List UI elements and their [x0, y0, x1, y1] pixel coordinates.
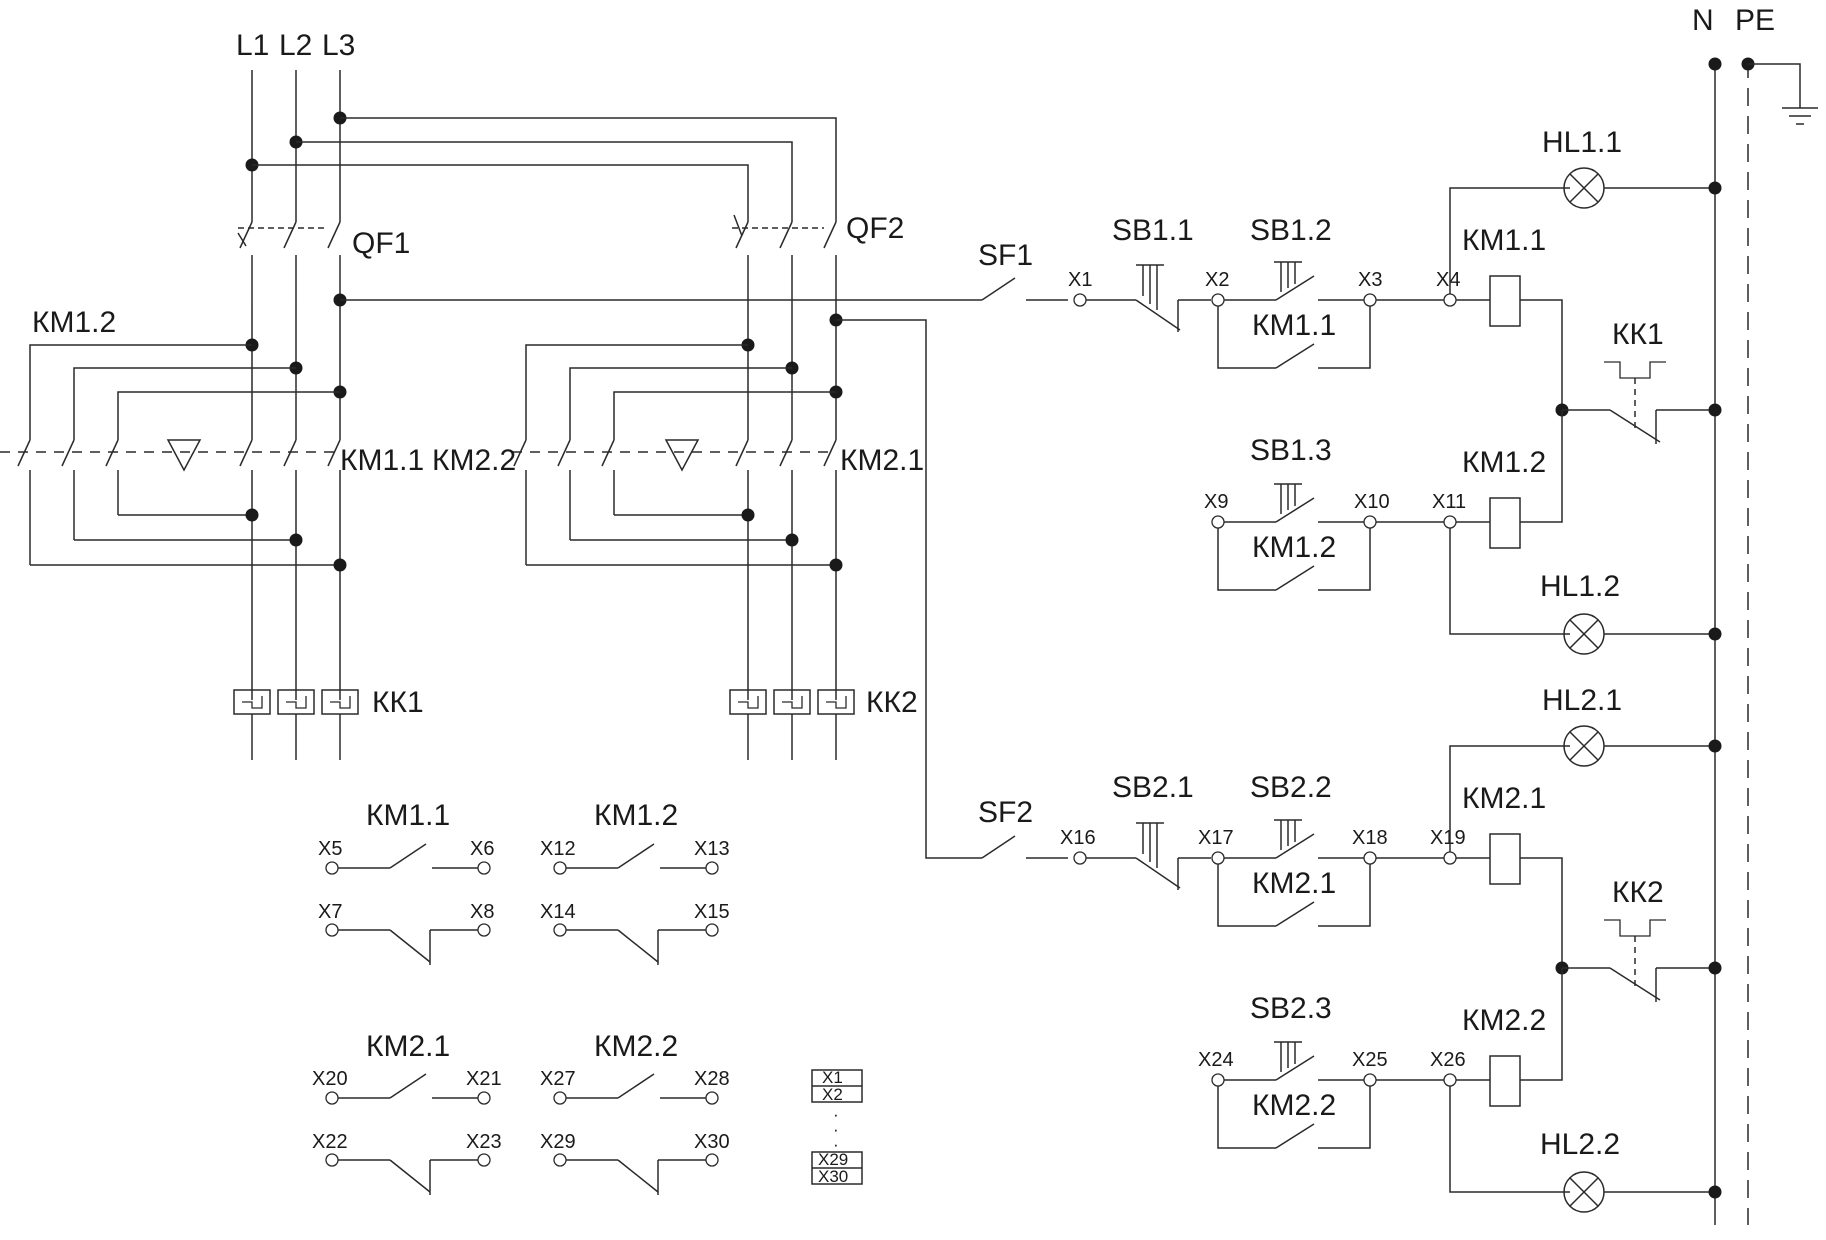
thermal-relay-kk1: КК1 [233, 686, 424, 760]
aux-km12-nc-right: X15 [694, 901, 730, 923]
x1-label: X1 [1068, 269, 1092, 291]
sb11-label: SB1.1 [1112, 214, 1194, 247]
km12-coil-label: КМ1.2 [1462, 446, 1546, 479]
km11-power-label: КМ1.1 [340, 444, 424, 477]
breaker-qf2: QF2 [732, 212, 904, 300]
aux-km22: КМ2.2 X27 X28 X29 X30 [540, 1030, 730, 1195]
km12-hold-label: КМ1.2 [1252, 531, 1336, 564]
control-circuit-1: X1 SB1.1 X2 SB1.2 КМ1.1 X3 X4 КМ [1068, 126, 1722, 655]
aux-km11: КМ1.1 X5 X6 X7 X8 [318, 799, 494, 965]
phase-inputs: L1 L2 L3 [236, 29, 837, 222]
aux-km22-title: КМ2.2 [594, 1030, 678, 1063]
aux-km11-nc-right: X8 [470, 901, 494, 923]
aux-km21-nc-left: X22 [312, 1131, 348, 1153]
power-section-1: КК1 КМ1.2 КМ1.1 [0, 300, 424, 760]
bus-lines: N PE [1692, 4, 1818, 1225]
km21-hold-label: КМ2.1 [1252, 867, 1336, 900]
phase-l2-label: L2 [279, 29, 312, 62]
tb-dot-1: · [833, 1105, 839, 1124]
x10-label: X10 [1354, 491, 1390, 513]
x25-label: X25 [1352, 1049, 1388, 1071]
x2-label: X2 [1205, 269, 1229, 291]
km21-power-label: КМ2.1 [840, 444, 924, 477]
sb23-label: SB2.3 [1250, 992, 1332, 1025]
x24-label: X24 [1198, 1049, 1234, 1071]
aux-km12: КМ1.2 X12 X13 X14 X15 [540, 799, 730, 965]
tb-x1: X1 [822, 1068, 843, 1087]
kk1-power-label: КК1 [372, 686, 424, 719]
aux-km11-title: КМ1.1 [366, 799, 450, 832]
aux-km11-no-left: X5 [318, 838, 342, 860]
x9-label: X9 [1204, 491, 1228, 513]
terminal-block: X1 X2 · · · X29 X30 [811, 1068, 863, 1186]
thermal-relay-kk2: КК2 [729, 686, 918, 760]
x11-label: X11 [1432, 491, 1466, 513]
sb13-label: SB1.3 [1250, 434, 1332, 467]
aux-km22-nc-right: X30 [694, 1131, 730, 1153]
km11-coil-label: КМ1.1 [1462, 224, 1546, 257]
aux-contacts: КМ1.1 X5 X6 X7 X8 КМ1.2 X12 X13 [312, 799, 730, 1195]
aux-km21: КМ2.1 X20 X21 X22 X23 [312, 1030, 502, 1195]
aux-km11-nc-left: X7 [318, 901, 342, 923]
sb22-label: SB2.2 [1250, 771, 1332, 804]
aux-km12-nc-left: X14 [540, 901, 576, 923]
x26-label: X26 [1430, 1049, 1466, 1071]
km21-coil-label: КМ2.1 [1462, 782, 1546, 815]
control-feeds: SF1 SF2 [333, 239, 1068, 859]
phase-l3-label: L3 [322, 29, 355, 62]
sb21-label: SB2.1 [1112, 771, 1194, 804]
aux-km21-nc-right: X23 [466, 1131, 502, 1153]
aux-km11-no-right: X6 [470, 838, 494, 860]
km22-hold-label: КМ2.2 [1252, 1089, 1336, 1122]
control-circuit-2: X16 SB2.1 X17 SB2.2 КМ2.1 X18 X19 КМ2.1 [1060, 684, 1722, 1213]
hl21-label: HL2.1 [1542, 684, 1622, 717]
tb-x29: X29 [818, 1150, 848, 1169]
sb12-label: SB1.2 [1250, 214, 1332, 247]
aux-km21-no-left: X20 [312, 1068, 348, 1090]
power-section-2: КК2 КМ2.2 КМ2.1 [432, 300, 924, 760]
kk1-contact-label: КК1 [1612, 318, 1664, 351]
kk2-contact-label: КК2 [1612, 876, 1664, 909]
hl22-label: HL2.2 [1540, 1128, 1620, 1161]
x19-label: X19 [1430, 827, 1466, 849]
aux-km22-nc-left: X29 [540, 1131, 576, 1153]
aux-km21-title: КМ2.1 [366, 1030, 450, 1063]
tb-dot-2: · [833, 1120, 839, 1139]
x17-label: X17 [1198, 827, 1234, 849]
qf2-label: QF2 [846, 212, 904, 245]
km11-hold-label: КМ1.1 [1252, 309, 1336, 342]
aux-km12-no-left: X12 [540, 838, 576, 860]
sf1-label: SF1 [978, 239, 1033, 272]
aux-km22-no-left: X27 [540, 1068, 576, 1090]
bus-pe-label: PE [1735, 4, 1775, 37]
hl12-label: HL1.2 [1540, 570, 1620, 603]
aux-km12-title: КМ1.2 [594, 799, 678, 832]
tb-x2: X2 [822, 1085, 843, 1104]
x18-label: X18 [1352, 827, 1388, 849]
km22-coil-label: КМ2.2 [1462, 1004, 1546, 1037]
km12-power-label: КМ1.2 [32, 306, 116, 339]
aux-km22-no-right: X28 [694, 1068, 730, 1090]
bus-n-label: N [1692, 4, 1714, 37]
phase-l1-label: L1 [236, 29, 269, 62]
qf1-label: QF1 [352, 227, 410, 260]
tb-dot-3: · [833, 1135, 839, 1154]
sf2-label: SF2 [978, 796, 1033, 829]
kk2-power-label: КК2 [866, 686, 918, 719]
x4-label: X4 [1436, 269, 1460, 291]
km22-power-label: КМ2.2 [432, 444, 516, 477]
aux-km21-no-right: X21 [466, 1068, 502, 1090]
tb-x30: X30 [818, 1167, 848, 1186]
aux-km12-no-right: X13 [694, 838, 730, 860]
x3-label: X3 [1358, 269, 1382, 291]
breaker-qf1: QF1 [237, 221, 410, 300]
hl11-label: HL1.1 [1542, 126, 1622, 159]
x16-label: X16 [1060, 827, 1096, 849]
